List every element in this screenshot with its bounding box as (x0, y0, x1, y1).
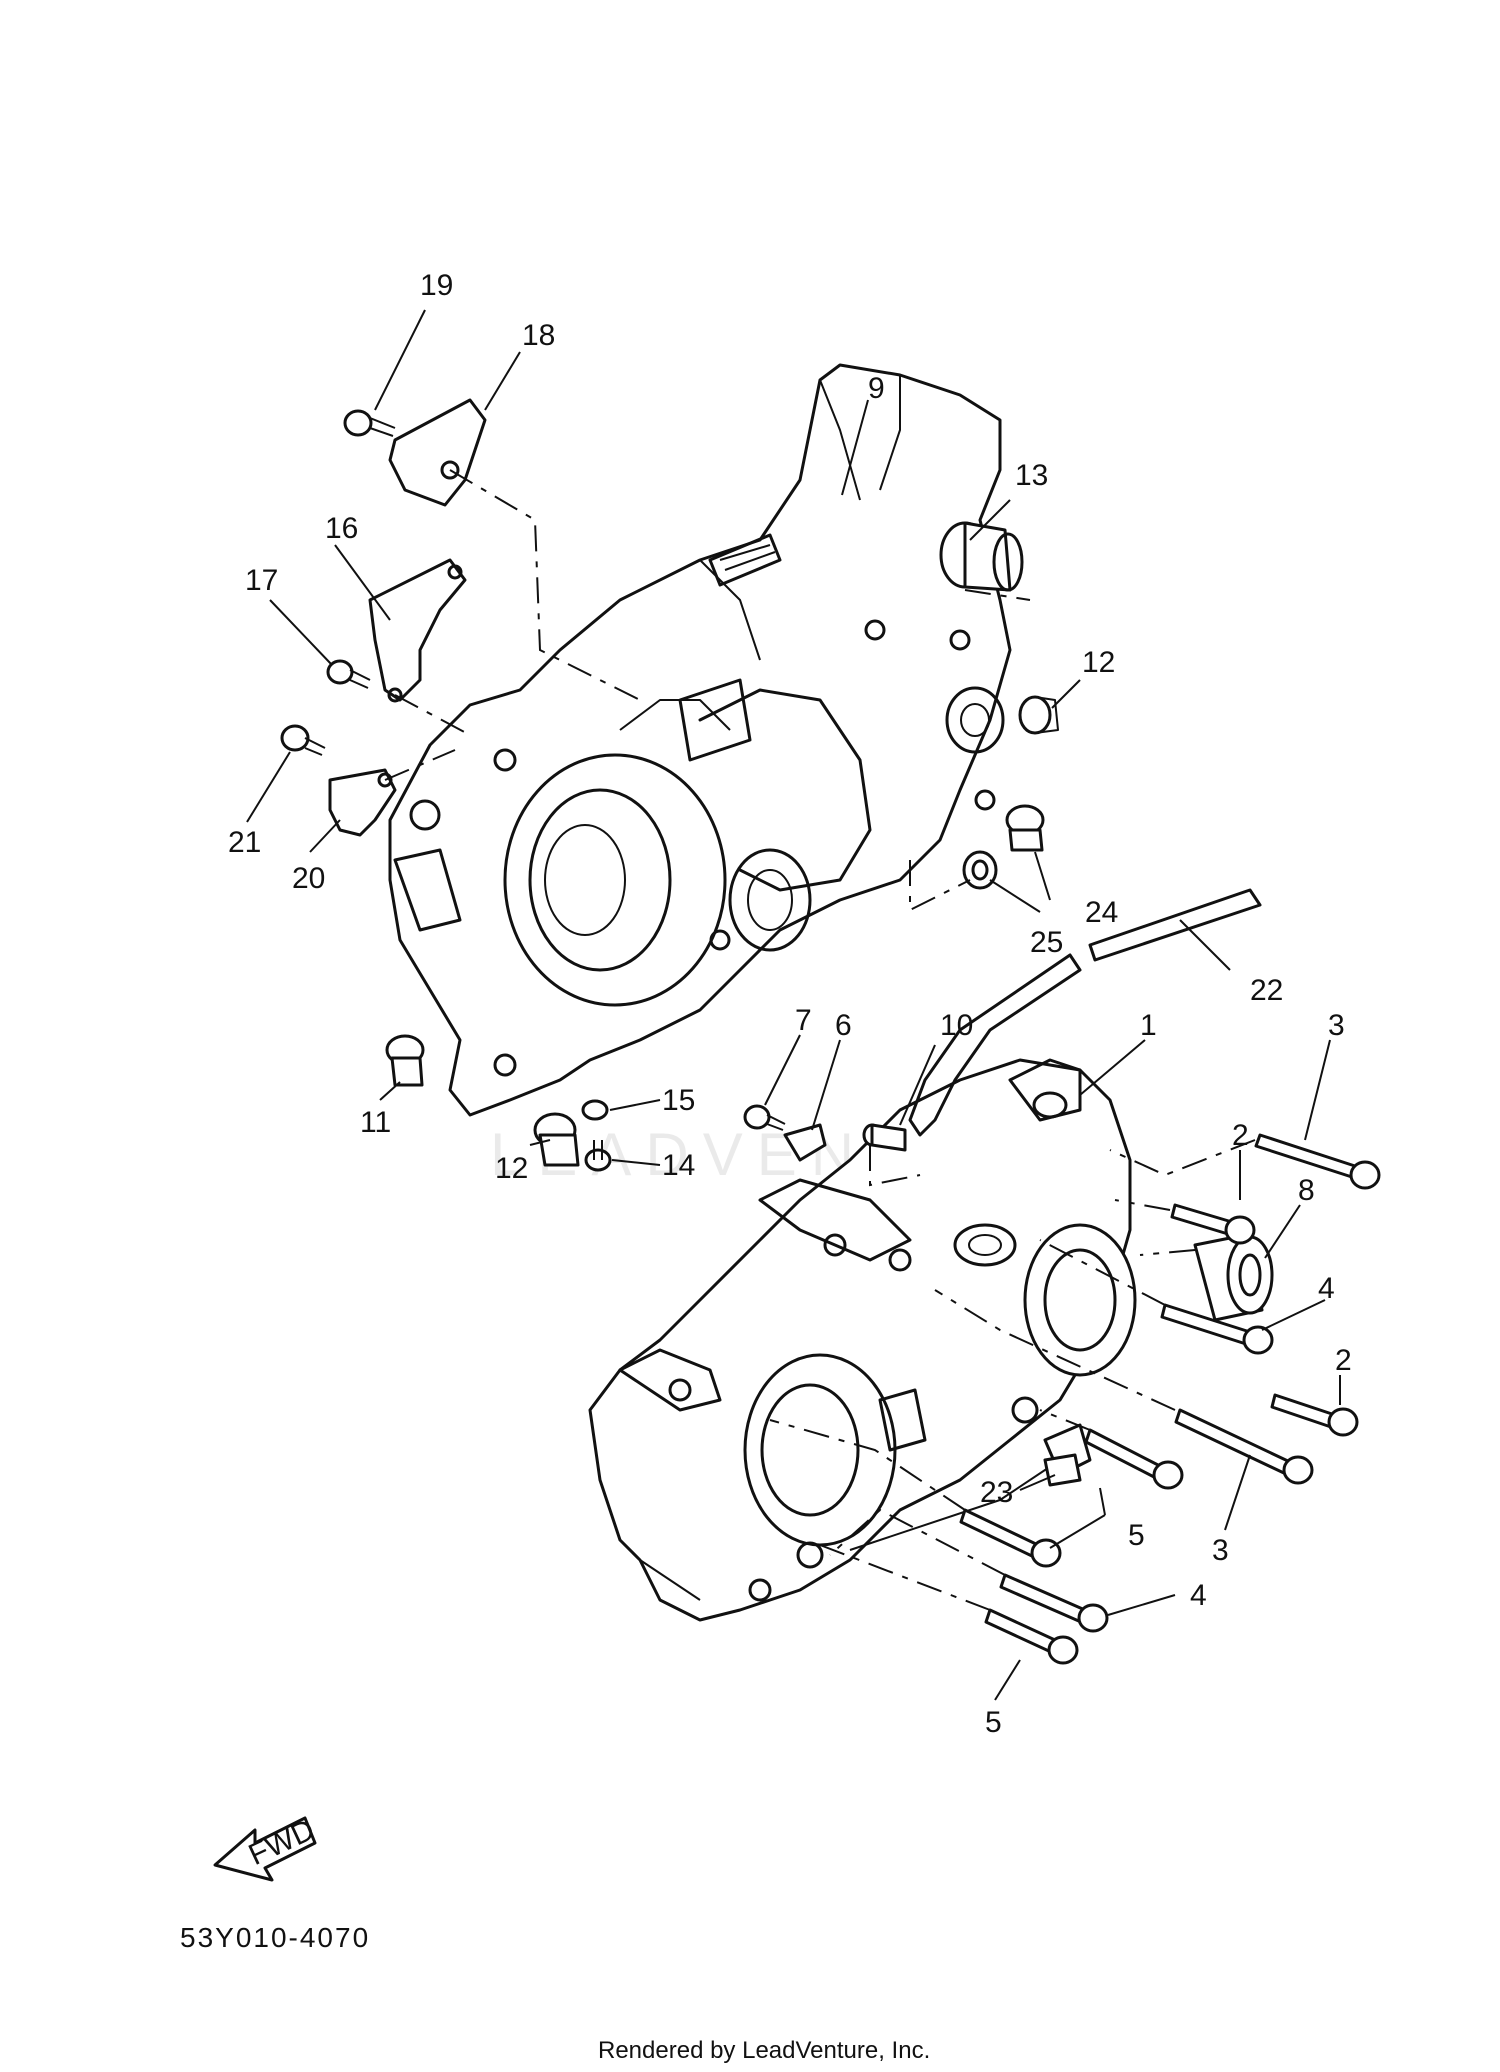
callout-2-lower: 2 (1335, 1344, 1352, 1377)
bolt-5-lower (984, 1608, 1079, 1665)
callout-5-lower: 5 (985, 1706, 1002, 1739)
callout-4-upper: 4 (1318, 1272, 1335, 1305)
hose-22 (908, 888, 1262, 1137)
tab-23 (1043, 1453, 1082, 1487)
bolt-14 (584, 1140, 612, 1172)
callout-20: 20 (292, 862, 325, 895)
part-code: 53Y010-4070 (180, 1922, 370, 1953)
callout-7: 7 (795, 1004, 812, 1037)
callout-1: 1 (1140, 1009, 1157, 1042)
callout-15: 15 (662, 1084, 695, 1117)
bolt-4-lower (999, 1573, 1109, 1633)
leader-lines (246, 309, 1341, 1701)
rendered-by-footer: Rendered by LeadVenture, Inc. (598, 2037, 930, 2064)
callout-4-lower: 4 (1190, 1579, 1207, 1612)
callout-23: 23 (980, 1476, 1013, 1509)
callout-3-upper: 3 (1328, 1009, 1345, 1042)
bolt-5-upper (1084, 1428, 1184, 1490)
callout-13: 13 (1015, 459, 1048, 492)
callout-18: 18 (522, 319, 555, 352)
callout-3-lower: 3 (1212, 1534, 1229, 1567)
bolt-3-lower (1174, 1408, 1314, 1485)
callout-labels: 19 18 9 13 16 17 12 21 20 24 25 22 10 7 … (228, 269, 1352, 1739)
bolt-7 (743, 1104, 786, 1131)
callout-9: 9 (868, 372, 885, 405)
washer-15 (581, 1099, 609, 1121)
callout-22: 22 (1250, 974, 1283, 1007)
plate-16 (368, 558, 467, 703)
callout-2-upper: 2 (1232, 1119, 1249, 1152)
callout-19: 19 (420, 269, 453, 302)
callout-25: 25 (1030, 926, 1063, 959)
nozzle-10 (862, 1123, 907, 1152)
clip-6 (783, 1123, 827, 1162)
callout-17: 17 (245, 564, 278, 597)
fwd-label: FWD (244, 1813, 320, 1872)
callout-14: 14 (662, 1149, 695, 1182)
dowel-12-lower (533, 1112, 580, 1167)
callout-12-lower: 12 (495, 1152, 528, 1185)
plug-24 (1005, 804, 1045, 852)
bolt-17 (326, 659, 371, 689)
callout-11: 11 (360, 1106, 391, 1139)
bolt-2-upper (1170, 1203, 1256, 1245)
callout-6: 6 (835, 1009, 852, 1042)
seal-8 (1193, 1233, 1274, 1322)
collar-13 (939, 521, 1024, 592)
bolt-2-lower (1270, 1393, 1359, 1437)
callout-24: 24 (1085, 896, 1118, 929)
callout-16: 16 (325, 512, 358, 545)
callout-21: 21 (228, 826, 261, 859)
bolt-4-upper (1160, 1303, 1274, 1355)
bolt-3-upper (1254, 1133, 1381, 1190)
clip-20 (328, 768, 397, 837)
callout-5-upper: 5 (1128, 1519, 1145, 1552)
assembly-lines (384, 469, 1256, 1611)
bolt-5-middle (959, 1508, 1062, 1568)
dowel-11 (385, 1034, 425, 1087)
dowel-12-upper (1018, 695, 1059, 735)
bracket-18 (388, 398, 487, 507)
callout-10: 10 (940, 1009, 973, 1042)
washer-25 (962, 850, 998, 890)
left-crankcase-9 (388, 363, 1012, 1117)
fwd-arrow: FWD (213, 1813, 320, 1882)
callout-12-upper: 12 (1082, 646, 1115, 679)
bolt-21 (280, 724, 326, 756)
bolt-19 (343, 409, 396, 437)
right-crankcase-1 (588, 1058, 1137, 1622)
callout-8: 8 (1298, 1174, 1315, 1207)
